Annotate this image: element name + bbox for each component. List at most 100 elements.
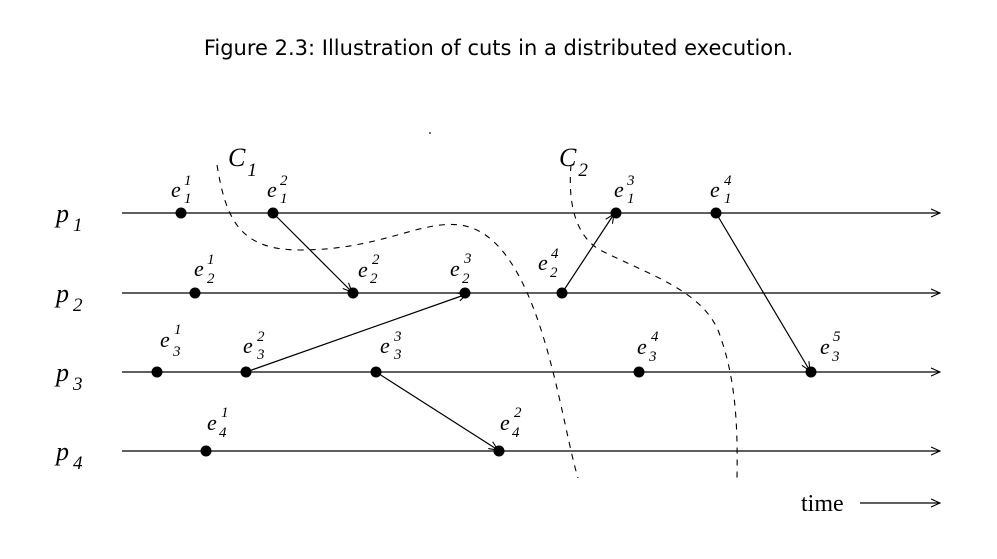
cut-label-sub: 1	[247, 160, 257, 181]
speck-dot	[429, 132, 431, 134]
event-label-e31: e 1 3	[160, 322, 182, 360]
event-label-e24: e 4 2	[538, 246, 559, 281]
event-label-sup: 2	[514, 405, 522, 421]
event-label-base: e	[194, 256, 204, 281]
event-label-base: e	[538, 250, 548, 275]
event-label-sub: 3	[393, 347, 402, 363]
event-label-e41: e 1 4	[207, 405, 229, 441]
event-label-sub: 3	[648, 349, 657, 365]
cut-label-sub: 2	[578, 160, 588, 181]
process-label-base: p	[54, 279, 69, 308]
event-label-e11: e 1 1	[171, 173, 192, 207]
event-label-sub: 3	[172, 344, 181, 360]
event-label-sup: 1	[207, 252, 215, 268]
event-label-e34: e 4 3	[637, 329, 659, 365]
event-label-sub: 3	[256, 347, 265, 363]
event-label-sub: 2	[207, 271, 215, 287]
event-label-sup: 1	[221, 405, 229, 421]
event-label-e22: e 2 2	[358, 252, 380, 287]
event-label-sub: 2	[462, 271, 470, 287]
event-label-sup: 4	[651, 329, 659, 345]
event-label-e21: e 1 2	[194, 252, 215, 287]
event-label-sup: 5	[833, 329, 841, 345]
event-label-base: e	[243, 333, 253, 358]
event-dot-e21	[189, 287, 201, 299]
event-label-base: e	[637, 334, 647, 359]
event-dot-e22	[347, 287, 359, 299]
event-label-e23: e 3 2	[450, 251, 472, 287]
event-label-e14: e 4 1	[710, 173, 732, 207]
timelines	[122, 213, 940, 451]
event-label-sub: 3	[831, 349, 840, 365]
event-dot-e12	[267, 207, 279, 219]
event-label-sup: 2	[372, 252, 380, 268]
event-label-sub: 1	[184, 191, 192, 207]
event-label-e13: e 3 1	[614, 173, 635, 207]
event-dot-e24	[556, 287, 568, 299]
event-dot-e11	[175, 207, 187, 219]
event-dot-e35	[805, 366, 817, 378]
event-label-sub: 1	[280, 191, 288, 207]
event-label-sup: 4	[551, 246, 559, 262]
event-label-e33: e 3 3	[380, 329, 402, 363]
event-label-e12: e 2 1	[267, 173, 288, 207]
process-label-sub: 1	[73, 215, 83, 236]
process-label-sub: 2	[73, 295, 83, 316]
process-label-sub: 3	[72, 374, 83, 395]
event-label-sup: 1	[174, 322, 182, 338]
event-dots	[151, 207, 817, 457]
process-label-base: p	[54, 358, 69, 387]
event-label-sub: 1	[627, 191, 635, 207]
event-label-sup: 3	[393, 329, 402, 345]
event-label-sup: 3	[463, 251, 472, 267]
message-e33-e42	[375, 371, 498, 450]
event-label-sub: 2	[370, 271, 378, 287]
cut-label-base: C	[228, 143, 246, 172]
process-label-sub: 4	[73, 453, 83, 474]
figure-caption: Figure 2.3: Illustration of cuts in a di…	[203, 36, 794, 60]
messages	[245, 212, 810, 450]
time-label: time	[801, 491, 844, 517]
event-dot-e23	[459, 287, 471, 299]
message-e24-e13	[561, 214, 614, 294]
event-label-base: e	[160, 327, 170, 352]
event-dot-e32	[240, 366, 252, 378]
event-label-base: e	[710, 177, 720, 202]
event-dot-e42	[493, 445, 505, 457]
message-e14-e35	[715, 212, 810, 371]
event-dot-e33	[370, 366, 382, 378]
event-label-base: e	[358, 257, 368, 282]
process-label-base: p	[54, 437, 69, 466]
event-label-base: e	[450, 256, 460, 281]
process-label-base: p	[54, 199, 69, 228]
event-dot-e34	[633, 366, 645, 378]
event-label-base: e	[614, 177, 624, 202]
message-e12-e22	[272, 212, 352, 292]
event-dot-e13	[610, 207, 622, 219]
event-label-sub: 2	[550, 265, 558, 281]
event-dot-e41	[200, 445, 212, 457]
event-label-e42: e 2 4	[500, 405, 522, 441]
event-dot-e31	[151, 366, 163, 378]
event-label-base: e	[380, 333, 390, 358]
event-label-e32: e 2 3	[243, 329, 265, 363]
event-label-sup: 1	[184, 173, 192, 189]
event-label-base: e	[207, 410, 217, 435]
event-label-e35: e 5 3	[820, 329, 841, 365]
event-label-base: e	[171, 177, 181, 202]
event-label-sub: 4	[219, 425, 227, 441]
event-label-sub: 1	[724, 191, 732, 207]
event-label-base: e	[820, 334, 830, 359]
cut-label-base: C	[559, 143, 577, 172]
cut-c1-curve	[216, 164, 579, 479]
event-label-sub: 4	[512, 425, 520, 441]
event-label-sup: 4	[724, 173, 732, 189]
cuts	[216, 164, 738, 479]
